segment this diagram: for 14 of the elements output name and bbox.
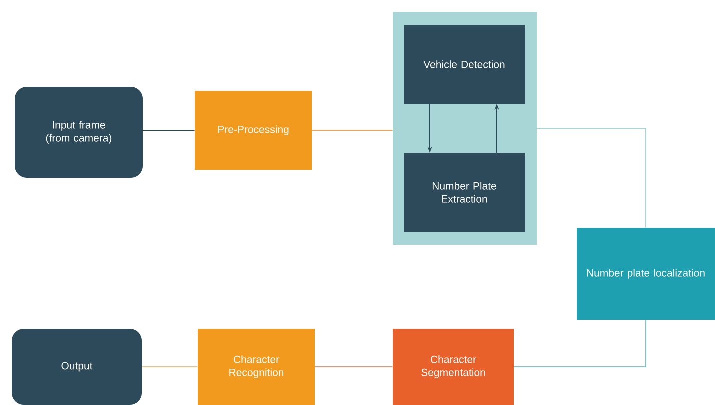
- end-box: Output: [12, 329, 142, 405]
- process-box: Number Plate Extraction: [404, 153, 525, 232]
- connector-line: [514, 320, 646, 368]
- process-box: Pre-Processing: [195, 91, 312, 170]
- connector-line: [314, 366, 394, 368]
- connector-line: [536, 128, 646, 228]
- process-box: Number plate localization: [577, 228, 715, 320]
- process-box: Character Recognition: [198, 329, 315, 405]
- connector-line: [142, 366, 198, 368]
- process-box: Character Segmentation: [393, 329, 514, 405]
- connector-line: [142, 130, 196, 131]
- process-box: Vehicle Detection: [404, 25, 525, 104]
- start-box: Input frame (from camera): [15, 87, 143, 178]
- connector-line: [312, 130, 394, 131]
